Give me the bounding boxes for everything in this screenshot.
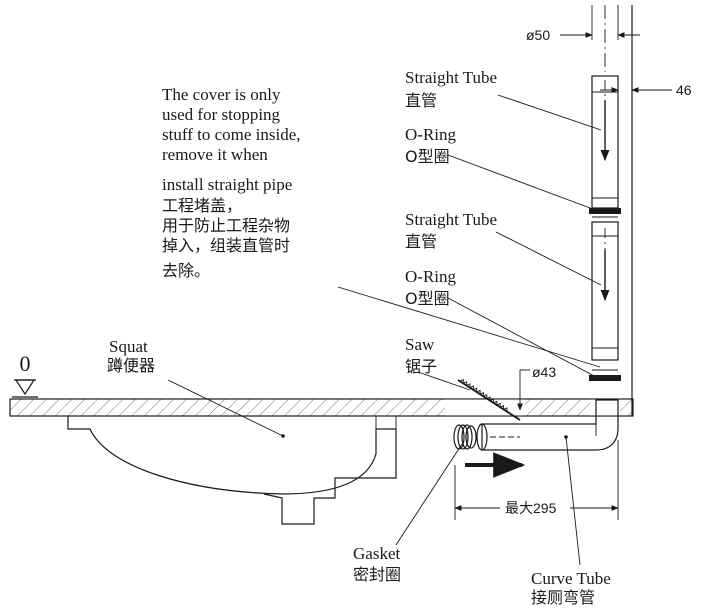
wall-offset-label: 46 [676, 82, 692, 98]
straight-tube-2-leader [495, 231, 602, 286]
gasket-label-zh: 密封圈 [353, 565, 401, 584]
straight-tube-1-label-en: Straight Tube [405, 68, 497, 87]
note-line-en-1: The cover is only [162, 85, 281, 104]
o-ring-1-leader [447, 154, 599, 212]
note-line-zh-4: 去除。 [162, 261, 210, 280]
note-leader [337, 286, 601, 368]
note-line-en-4: remove it when [162, 145, 268, 164]
floor-level-label: 0 [20, 351, 31, 376]
curve-tube-leader [565, 436, 581, 566]
straight-tube-1-leader [497, 94, 602, 131]
saw [457, 378, 521, 421]
squat-leader [167, 379, 284, 437]
squat-toilet [67, 416, 397, 525]
note-line-zh-3: 掉入，组装直管时 [162, 236, 290, 255]
dimension-outlet-diameter: ø43 [517, 364, 556, 411]
floor-level-marker: 0 [12, 351, 38, 398]
o-ring-2-label-zh: O型圈 [405, 289, 450, 308]
dimension-tube-diameter: ø50 [526, 27, 640, 43]
o-ring-lower [589, 375, 621, 381]
o-ring-2-leader [447, 297, 599, 379]
outlet-diameter-label: ø43 [532, 364, 556, 380]
saw-leader [417, 371, 471, 391]
curve-tube-label-zh: 接厕弯管 [531, 588, 595, 607]
note-line-zh-1: 工程堵盖， [162, 196, 242, 215]
straight-tube-lower [591, 221, 619, 361]
saw-label-zh: 锯子 [405, 357, 437, 376]
note-text: The cover is only used for stopping stuf… [162, 85, 301, 280]
gasket-leader [395, 443, 463, 546]
gasket-label-en: Gasket [353, 544, 400, 563]
squat-label-en: Squat [109, 337, 148, 356]
straight-tube-2-label-zh: 直管 [405, 232, 437, 251]
note-line-en-3: stuff to come inside, [162, 125, 301, 144]
o-ring-upper [589, 208, 621, 214]
dimension-wall-offset: 46 [600, 82, 692, 98]
squat-label-zh: 蹲便器 [107, 356, 155, 375]
straight-tube-upper [591, 75, 619, 209]
saw-label-en: Saw [405, 335, 435, 354]
straight-tube-2-label-en: Straight Tube [405, 210, 497, 229]
straight-tube-1-label-zh: 直管 [405, 91, 437, 110]
o-ring-1-label-en: O-Ring [405, 125, 457, 144]
floor-slab [9, 398, 634, 417]
max-length-label: 最大295 [505, 500, 557, 516]
tube-diameter-label: ø50 [526, 27, 550, 43]
note-line-en-2: used for stopping [162, 105, 281, 124]
o-ring-2-label-en: O-Ring [405, 267, 457, 286]
gasket [453, 424, 477, 450]
curve-tube-label-en: Curve Tube [531, 569, 611, 588]
o-ring-1-label-zh: O型圈 [405, 147, 450, 166]
note-line-zh-2: 用于防止工程杂物 [162, 216, 290, 235]
dimension-max-length: 最大295 [454, 440, 619, 520]
note-line-en-5: install straight pipe [162, 175, 292, 194]
